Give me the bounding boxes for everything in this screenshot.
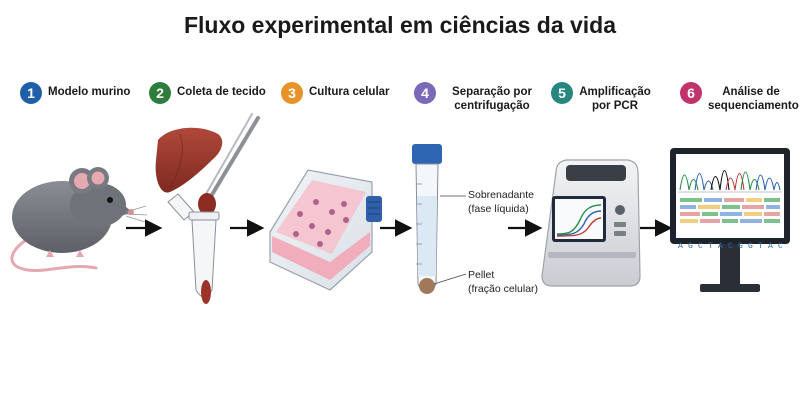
liver-icon xyxy=(155,127,223,193)
microtube-icon xyxy=(167,193,220,304)
step-4-label: Separação por centrifugação xyxy=(452,86,532,112)
dna-sequence: A G C T A C G G T A C T G C A G T xyxy=(678,242,786,251)
monitor-icon xyxy=(670,148,790,292)
pellet-title: Pellet xyxy=(468,269,495,281)
step-3-header: 3 Cultura celular xyxy=(281,82,390,104)
step-6-header: 6 Análise de sequenciamento xyxy=(680,82,799,113)
thermocycler-icon xyxy=(541,159,641,287)
step-4-badge: 4 xyxy=(414,82,436,104)
culture-flask-icon xyxy=(269,169,382,291)
step-1-label: Modelo murino xyxy=(48,86,131,98)
step-6-badge: 6 xyxy=(680,82,702,104)
supernatant-label: Sobrenadante (fase líquida) xyxy=(468,188,534,216)
pellet-note: (fração celular) xyxy=(468,283,539,295)
step-1-header: 1 Modelo murino xyxy=(20,82,130,104)
mouse-icon xyxy=(10,167,148,272)
step-5-label: Amplificação por PCR xyxy=(579,86,651,112)
step-4-header: 4 Separação por centrifugação xyxy=(414,82,542,113)
supernatant-note: (fase líquida) xyxy=(468,203,529,215)
step-2-badge: 2 xyxy=(149,82,171,104)
forceps-icon xyxy=(198,113,260,215)
step-5-badge: 5 xyxy=(551,82,573,104)
step-3-label: Cultura celular xyxy=(309,86,390,98)
centrifuge-tube-icon xyxy=(412,144,467,294)
step-5-header: 5 Amplificação por PCR xyxy=(551,82,651,113)
supernatant-title: Sobrenadante xyxy=(468,189,534,201)
step-3-badge: 3 xyxy=(281,82,303,104)
step-2-label: Coleta de tecido xyxy=(177,86,266,98)
pellet-label: Pellet (fração celular) xyxy=(468,268,538,296)
step-6-label: Análise de sequenciamento xyxy=(708,86,799,112)
page-title: Fluxo experimental em ciências da vida xyxy=(183,12,617,38)
step-2-header: 2 Coleta de tecido xyxy=(149,82,266,104)
step-1-badge: 1 xyxy=(20,82,42,104)
